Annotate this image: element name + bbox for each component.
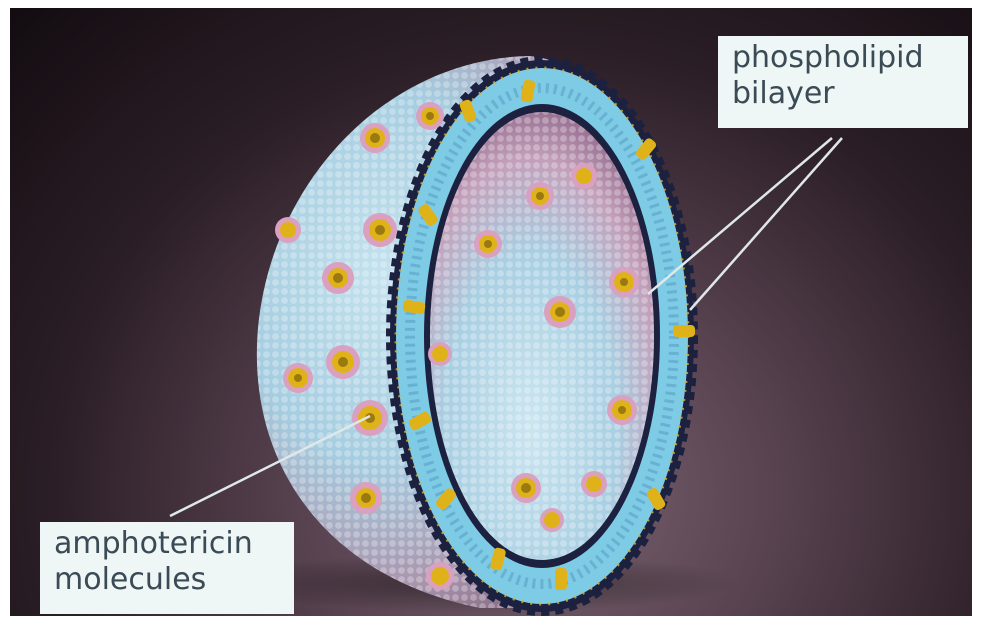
amphotericin-label-line1: amphotericin [54,526,280,562]
phospholipid-label-line2: bilayer [732,76,954,112]
illustration-frame: phospholipid bilayer amphotericin molecu… [10,8,972,616]
phospholipid-label-line1: phospholipid [732,40,954,76]
inner-cavity [430,112,654,560]
phospholipid-bilayer-label: phospholipid bilayer [718,36,968,128]
amphotericin-label-line2: molecules [54,562,280,598]
phospholipid-pointer-line-outer [690,138,842,310]
amphotericin-molecules-label: amphotericin molecules [40,522,294,614]
